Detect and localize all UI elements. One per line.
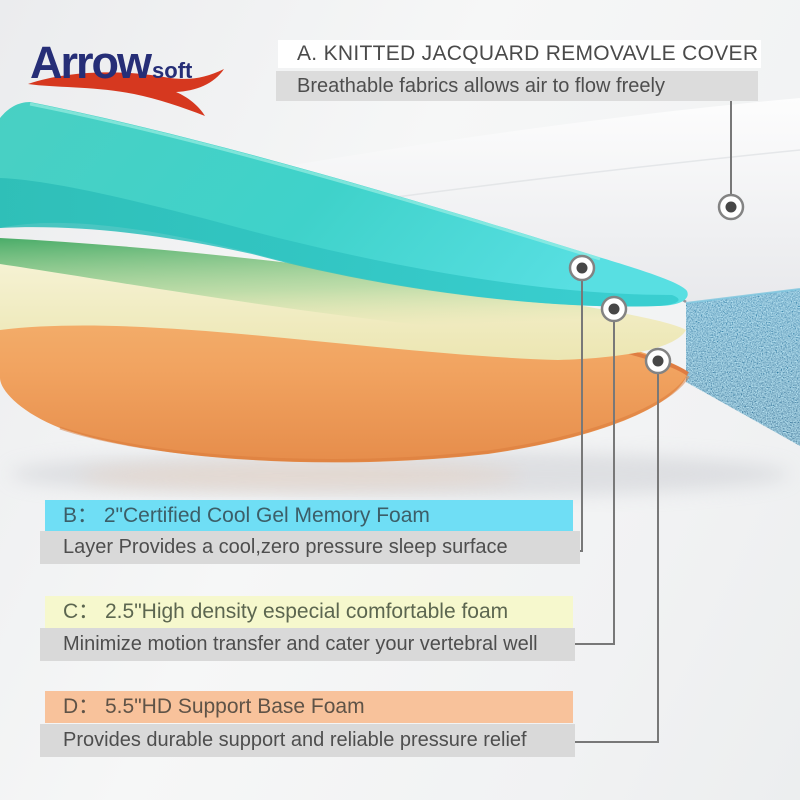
logo-swoosh-icon <box>28 69 224 116</box>
base-foam-note-description: Provides durable support and reliable pr… <box>40 724 575 757</box>
comfort-foam-note-description: Minimize motion transfer and cater your … <box>40 628 575 661</box>
callout-dot-c <box>600 295 628 323</box>
brand-suffix: soft <box>152 58 193 83</box>
base-foam-bottom-shadow <box>59 375 690 462</box>
callout-dot-a <box>717 193 745 221</box>
callout-line-c <box>563 309 615 645</box>
base-foam-note-title: D： 5.5"HD Support Base Foam <box>45 691 573 723</box>
comfort-foam-green-shadow <box>0 238 686 335</box>
cover-top-face <box>148 98 800 302</box>
gel-foam-layer <box>0 102 688 307</box>
side-fabric-top-edge <box>685 288 800 304</box>
brand-name: Arrow <box>30 37 152 88</box>
callout-line-d <box>553 361 659 743</box>
side-fabric-panel <box>686 289 800 446</box>
callout-dot-b <box>568 254 596 282</box>
callout-dots <box>568 193 745 375</box>
cover-note-title: A. KNITTED JACQUARD REMOVAVLE COVER <box>278 40 761 68</box>
gel-foam-highlight <box>29 102 601 261</box>
cover-note-description: Breathable fabrics allows air to flow fr… <box>276 71 758 101</box>
gel-foam-note-description: Layer Provides a cool,zero pressure slee… <box>40 531 580 564</box>
brand-logo: Arrow soft <box>24 37 254 116</box>
gel-foam-front-edge <box>0 178 679 307</box>
comfort-foam-note-title: C： 2.5"High density especial comfortable… <box>45 596 573 628</box>
gel-foam-note-title: B： 2"Certified Cool Gel Memory Foam <box>45 500 573 532</box>
floor-reflection <box>80 463 520 489</box>
callout-dot-d <box>644 347 672 375</box>
